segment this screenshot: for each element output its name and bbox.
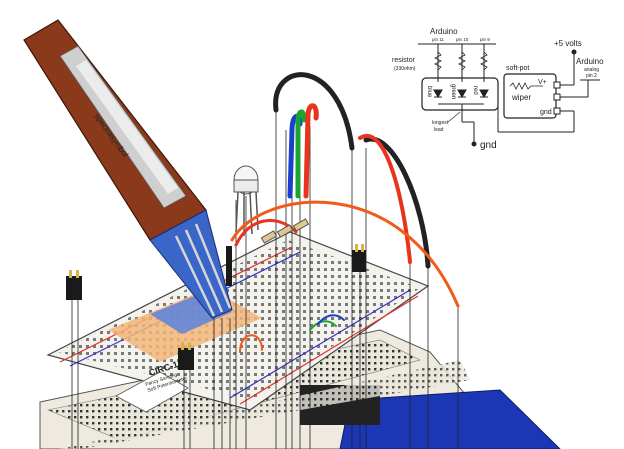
schematic-analog-2: pin 2 [586,73,597,79]
jumper-wires [230,72,460,353]
schematic-arduino-right: Arduino [576,57,604,66]
wire-orange-long [230,200,460,308]
schematic-arduino-top: Arduino [430,27,458,36]
schematic-longest-lead-2: lead [434,127,444,133]
schematic-led-box [421,77,499,111]
rgb-led [233,165,259,236]
schematic-softpot-vplus: V+ [538,79,547,86]
schematic-supply: +5 volts [554,39,582,48]
schematic-pin-11: pin 11 [432,37,444,42]
schematic-analog-1: analog [584,67,599,73]
schematic-led-green: green [450,84,456,99]
soft-potentiometer: spectrasymbol [23,19,233,319]
schematic-softpot-gnd: gnd [540,109,552,116]
schematic-softpot-title: soft-pot [506,65,529,72]
upper-breadboard: CIRC-14 Fancy Sensing Soft Potentiometer [46,231,430,413]
wire-black-top [273,72,355,151]
wire-green [295,109,307,199]
schematic-led-blue: blue [426,86,432,98]
schematic: Arduino pin 11 pin 10 pin 9 resistor (33… [392,27,604,151]
wire-red-right [358,133,412,264]
circ-label-card [115,371,189,413]
schematic-resistor-value: (330ohm) [394,66,416,72]
wire-orange-small [239,334,263,353]
schematic-gnd-led: gnd [480,140,497,151]
wire-red-short [303,103,319,199]
schematic-softpot-wiper: wiper [511,93,531,102]
schematic-resistor-label: resistor [392,57,416,64]
schematic-pin-10: pin 10 [456,37,469,42]
arduino-board-edge [339,389,561,449]
schematic-longest-lead-1: longest [432,120,449,126]
projection-lines [71,110,459,449]
schematic-pin-9: pin 9 [480,37,490,42]
resistors [260,218,310,244]
header-pins [66,244,366,370]
schematic-led-red: red [472,86,478,95]
